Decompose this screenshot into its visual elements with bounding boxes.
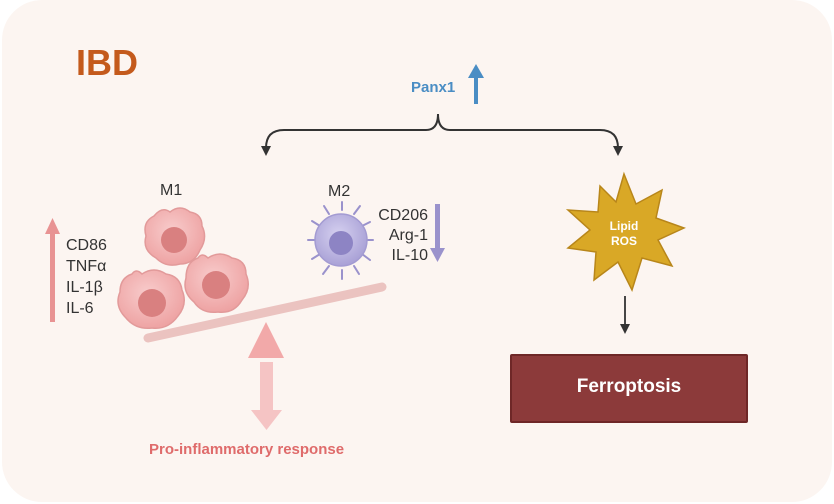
m2-down-arrow-icon bbox=[430, 204, 445, 262]
ferroptosis-label: Ferroptosis bbox=[576, 376, 682, 397]
m1-up-arrow-icon bbox=[45, 218, 60, 322]
m2-macrophage-cell bbox=[307, 201, 374, 280]
m1-marker-list: CD86 TNFα IL-1β IL-6 bbox=[66, 235, 107, 319]
m1-marker: TNFα bbox=[66, 258, 107, 275]
panx1-label: Panx1 bbox=[411, 79, 456, 96]
m2-marker: IL-10 bbox=[391, 247, 428, 264]
pro-inflammatory-arrow-icon bbox=[251, 362, 282, 430]
m2-marker: Arg-1 bbox=[388, 227, 428, 244]
m1-marker: IL-1β bbox=[66, 279, 103, 296]
m2-marker: CD206 bbox=[378, 207, 428, 224]
m1-marker: CD86 bbox=[66, 237, 107, 254]
seesaw-beam bbox=[143, 282, 387, 343]
ferroptosis-box bbox=[510, 354, 748, 423]
panx-up-arrow-icon bbox=[468, 64, 484, 104]
ros-to-ferroptosis-arrow-icon bbox=[620, 296, 630, 334]
lipid-ros-starburst bbox=[565, 171, 686, 292]
lipid-ros-line2: ROS bbox=[610, 234, 637, 248]
page-title: IBD bbox=[76, 42, 138, 83]
bracket-left-arrowhead-icon bbox=[261, 146, 271, 156]
m2-marker-list: CD206 Arg-1 IL-10 bbox=[370, 206, 428, 266]
bracket-right-arrowhead-icon bbox=[613, 146, 623, 156]
lipid-ros-label: Lipid ROS bbox=[598, 219, 650, 249]
seesaw-fulcrum bbox=[248, 322, 284, 358]
lipid-ros-line1: Lipid bbox=[609, 219, 639, 233]
bracket-connector bbox=[265, 113, 619, 149]
pro-inflammatory-response-label: Pro-inflammatory response bbox=[149, 441, 345, 458]
m1-marker: IL-6 bbox=[66, 300, 94, 317]
m1-label: M1 bbox=[160, 182, 183, 199]
m2-label: M2 bbox=[328, 183, 351, 200]
m1-macrophage-cells bbox=[117, 207, 249, 330]
